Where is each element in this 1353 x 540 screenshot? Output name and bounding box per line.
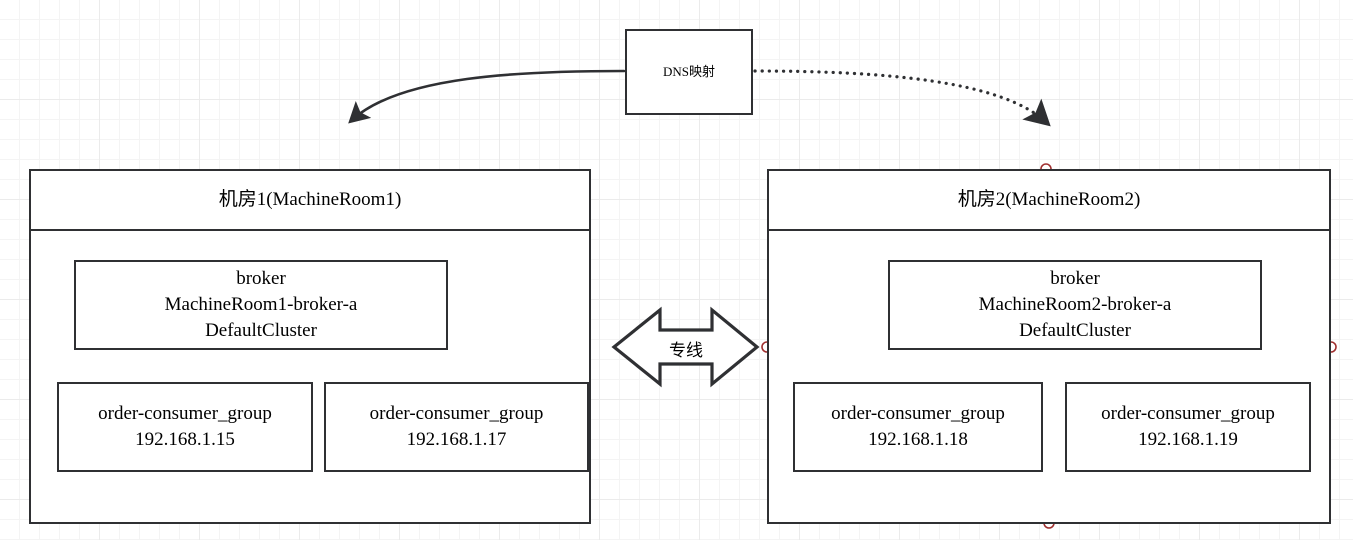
machine-room-2-body: broker MachineRoom2-broker-a DefaultClus… bbox=[769, 231, 1329, 522]
consumer-box-room1-2-ip: 192.168.1.17 bbox=[406, 429, 507, 450]
connector-dns-to-room2 bbox=[753, 69, 1051, 127]
consumer-box-room2-2-ip: 192.168.1.19 bbox=[1138, 429, 1238, 450]
consumer-box-room1-1[interactable]: order-consumer_group 192.168.1.15 bbox=[57, 382, 313, 472]
consumer-box-room2-1-name: order-consumer_group bbox=[831, 402, 1005, 424]
machine-room-1-body: broker MachineRoom1-broker-a DefaultClus… bbox=[31, 231, 589, 522]
broker-box-room2-line3: DefaultCluster bbox=[1019, 320, 1131, 342]
broker-box-room1-line1: broker bbox=[236, 267, 286, 289]
dns-mapping-box[interactable]: DNS映射 bbox=[625, 29, 753, 115]
machine-room-1-container[interactable]: 机房1(MachineRoom1) broker MachineRoom1-br… bbox=[29, 169, 591, 524]
consumer-box-room1-1-name: order-consumer_group bbox=[98, 402, 272, 424]
consumer-box-room1-1-ip: 192.168.1.15 bbox=[135, 429, 235, 450]
consumer-box-room2-2-name: order-consumer_group bbox=[1101, 402, 1275, 424]
machine-room-2-container[interactable]: 机房2(MachineRoom2) broker MachineRoom2-br… bbox=[767, 169, 1331, 524]
consumer-box-room2-1-ip: 192.168.1.18 bbox=[868, 429, 968, 450]
machine-room-1-header: 机房1(MachineRoom1) bbox=[31, 171, 589, 231]
dedicated-line-label-wrap: 专线 bbox=[644, 336, 728, 361]
consumer-box-room1-2-name: order-consumer_group bbox=[369, 402, 544, 424]
machine-room-2-title: 机房2(MachineRoom2) bbox=[957, 189, 1141, 211]
connector-dns-to-room1 bbox=[348, 69, 626, 124]
consumer-box-room2-1[interactable]: order-consumer_group 192.168.1.18 bbox=[793, 382, 1043, 472]
broker-box-room2[interactable]: broker MachineRoom2-broker-a DefaultClus… bbox=[888, 260, 1262, 350]
broker-box-room2-line1: broker bbox=[1050, 267, 1100, 289]
broker-box-room1-line3: DefaultCluster bbox=[205, 320, 317, 342]
machine-room-1-title: 机房1(MachineRoom1) bbox=[218, 189, 402, 211]
consumer-box-room1-2[interactable]: order-consumer_group 192.168.1.17 bbox=[324, 382, 589, 472]
broker-box-room2-line2: MachineRoom2-broker-a bbox=[978, 293, 1172, 315]
consumer-box-room2-2[interactable]: order-consumer_group 192.168.1.19 bbox=[1065, 382, 1311, 472]
machine-room-2-header: 机房2(MachineRoom2) bbox=[769, 171, 1329, 231]
broker-box-room1-line2: MachineRoom1-broker-a bbox=[164, 293, 358, 315]
broker-box-room1[interactable]: broker MachineRoom1-broker-a DefaultClus… bbox=[74, 260, 448, 350]
dns-mapping-label: DNS映射 bbox=[662, 64, 715, 80]
dedicated-line-label: 专线 bbox=[669, 341, 703, 360]
